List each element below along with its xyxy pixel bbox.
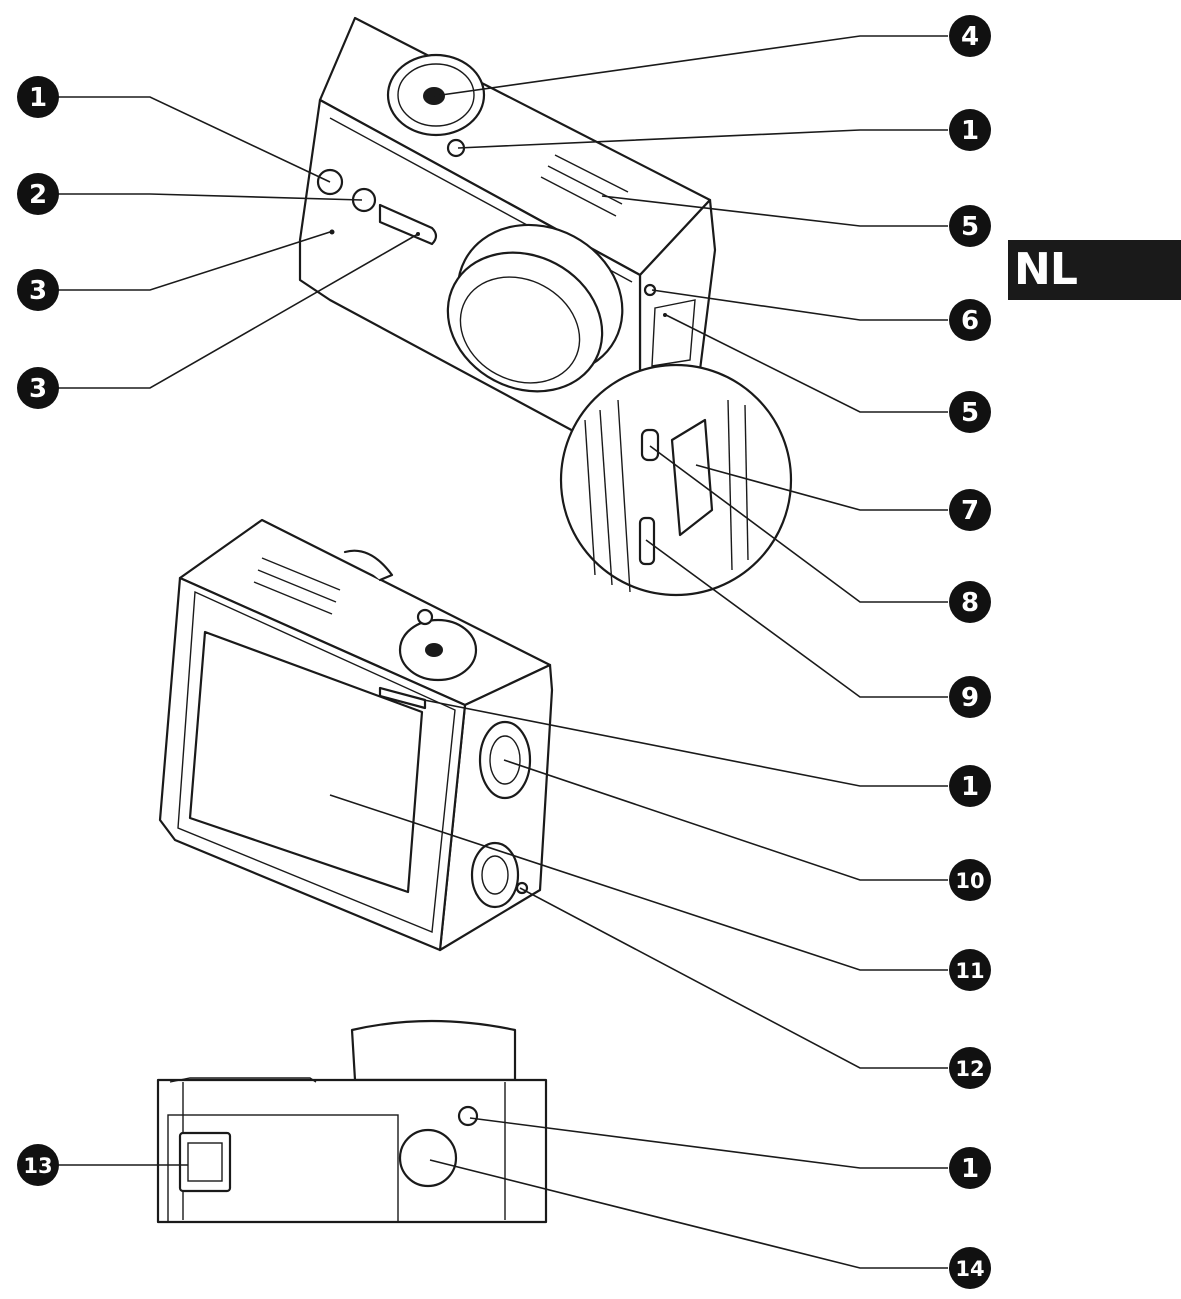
svg-text:1: 1: [961, 772, 979, 802]
speaker-grill-back: [253, 557, 341, 615]
svg-text:1: 1: [961, 1154, 979, 1184]
svg-text:5: 5: [961, 398, 979, 428]
callout-1: 1: [17, 76, 59, 118]
callout-10: 10: [949, 859, 991, 901]
callout-5: 5: [949, 205, 991, 247]
battery-latch: [178, 1131, 232, 1193]
callout-11: 11: [949, 949, 991, 991]
callout-1: 1: [949, 109, 991, 151]
front-mic: [329, 229, 335, 235]
svg-text:7: 7: [961, 496, 979, 526]
callout-7: 7: [949, 489, 991, 531]
svg-text:12: 12: [955, 1057, 984, 1081]
callout-14: 14: [949, 1247, 991, 1289]
tripod-mount: [398, 1128, 458, 1188]
svg-text:9: 9: [961, 683, 979, 713]
svg-text:4: 4: [961, 22, 979, 52]
camera-back-view: [158, 518, 554, 952]
display-screen: [188, 630, 424, 894]
camera-front-view: [298, 16, 717, 442]
callout-3: 3: [17, 367, 59, 409]
callout-1: 1: [949, 1147, 991, 1189]
callout-1: 1: [949, 765, 991, 807]
svg-text:1: 1: [29, 83, 47, 113]
language-tab: NL: [1008, 240, 1181, 300]
callout-6: 6: [949, 299, 991, 341]
svg-text:10: 10: [955, 869, 984, 893]
side-button-bottom: [470, 841, 520, 909]
front-slot: [378, 203, 438, 246]
callout-5: 5: [949, 391, 991, 433]
svg-text:2: 2: [29, 180, 47, 210]
lens: [446, 223, 624, 393]
svg-text:13: 13: [23, 1154, 52, 1178]
callout-13: 13: [17, 1144, 59, 1186]
callout-9: 9: [949, 676, 991, 718]
callout-12: 12: [949, 1047, 991, 1089]
callout-2: 2: [17, 173, 59, 215]
svg-text:6: 6: [961, 306, 979, 336]
svg-text:11: 11: [955, 959, 984, 983]
svg-text:5: 5: [961, 212, 979, 242]
status-light-bottom: [457, 1105, 479, 1127]
usb-port: [640, 428, 660, 462]
svg-text:14: 14: [955, 1257, 984, 1281]
callout-4: 4: [949, 15, 991, 57]
svg-text:3: 3: [29, 374, 47, 404]
svg-text:3: 3: [29, 276, 47, 306]
camera-bottom-view: [156, 1019, 548, 1224]
port-detail-zoom: [559, 363, 793, 597]
battery-door: [167, 1114, 399, 1223]
svg-text:8: 8: [961, 588, 979, 618]
callout-8: 8: [949, 581, 991, 623]
leader-lines: [58, 35, 948, 1269]
svg-text:1: 1: [961, 116, 979, 146]
callout-3: 3: [17, 269, 59, 311]
